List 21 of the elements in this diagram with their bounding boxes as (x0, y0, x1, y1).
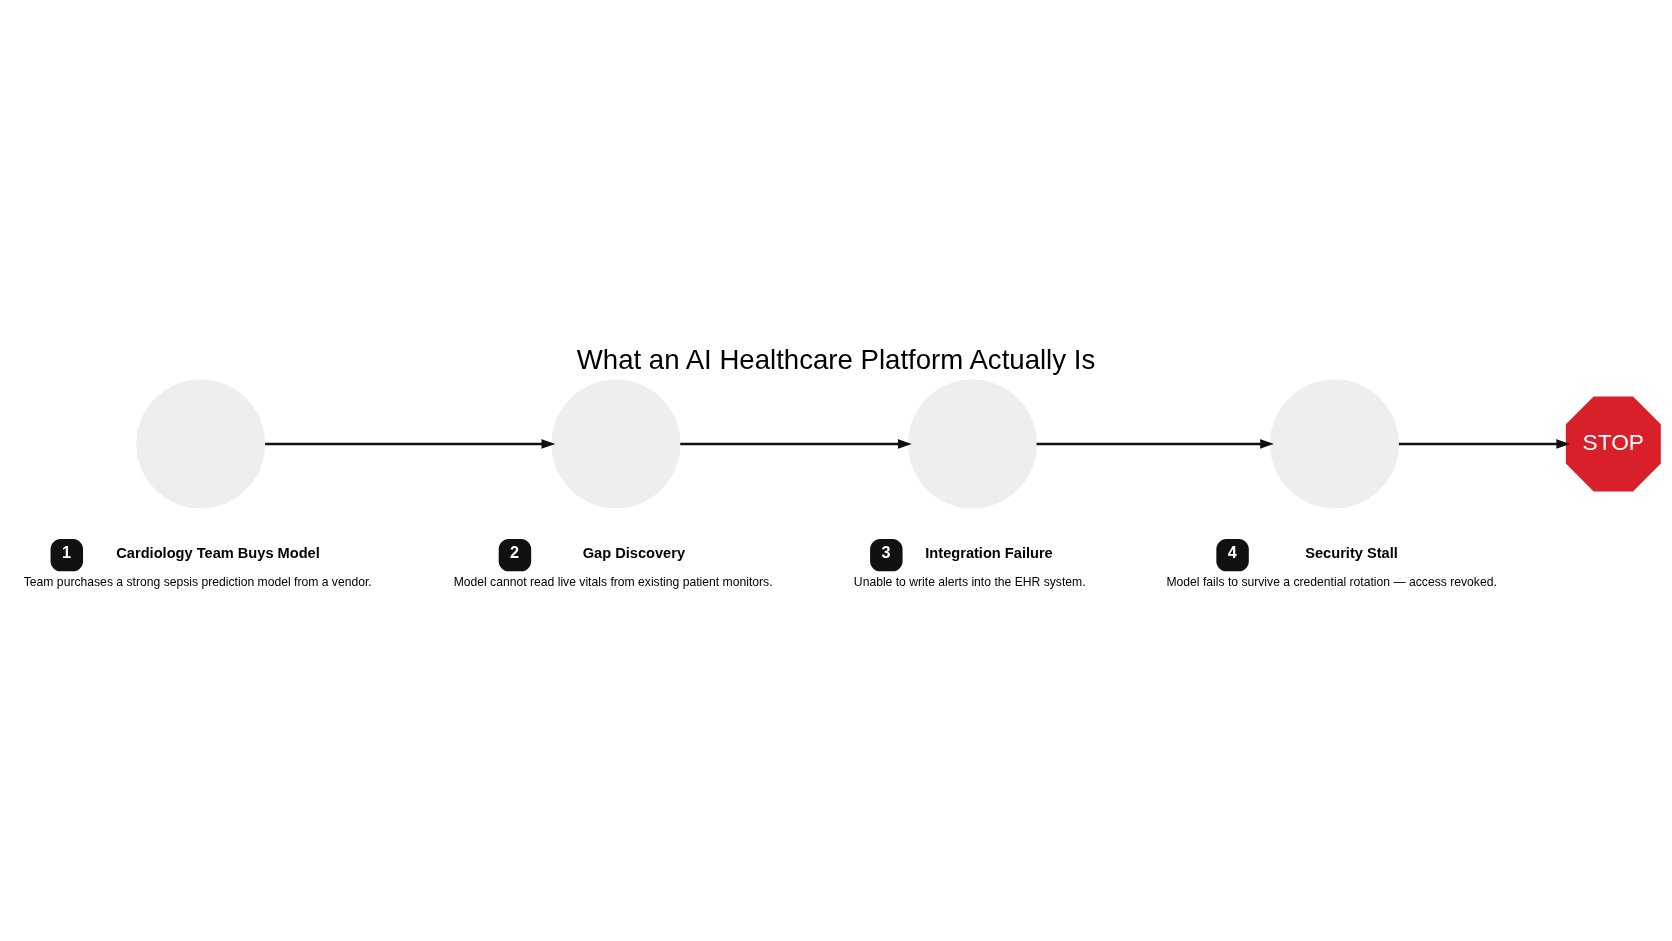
node-label: 1 (61, 543, 71, 562)
node-label: Security Stall (1305, 544, 1398, 561)
node-circle (907, 379, 1037, 509)
node-label: Cardiology Team Buys Model (116, 544, 320, 561)
arrow (1036, 439, 1274, 449)
arrow (265, 439, 556, 449)
node-label: Team purchases a strong sepsis prediction model from a vendor. (23, 574, 372, 589)
node-label: Model cannot read live vitals from existing patient monitors. (453, 574, 773, 589)
arrow (1398, 439, 1571, 449)
node-label: Integration Failure (925, 544, 1053, 561)
arrow (680, 439, 912, 449)
node-circle (551, 379, 681, 509)
node-label: Model fails to survive a credential rotation — access revoked. (1166, 574, 1497, 589)
node-label: Unable to write alerts into the EHR system. (853, 574, 1086, 589)
node-label: 2 (510, 543, 520, 562)
node-label: 3 (881, 543, 891, 562)
node-circle (1269, 379, 1399, 509)
node-label: Gap Discovery (582, 544, 686, 561)
diagram-title: What an AI Healthcare Platform Actually Is (576, 343, 1096, 375)
node-label: 4 (1227, 543, 1237, 562)
node-circle (136, 379, 266, 509)
